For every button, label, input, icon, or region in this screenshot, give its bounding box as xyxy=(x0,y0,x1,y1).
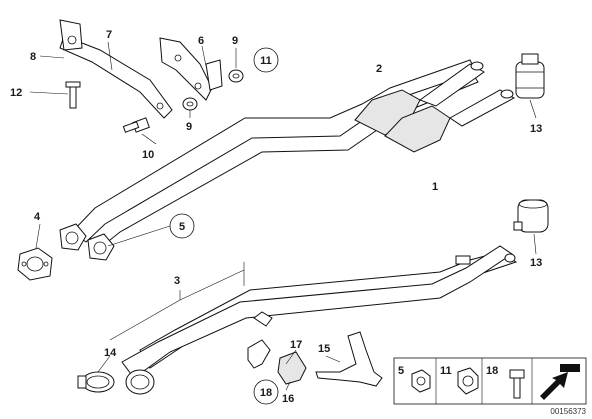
hanger-15[interactable] xyxy=(315,331,383,387)
bracket-7[interactable] xyxy=(59,19,173,119)
label-14: 14 xyxy=(104,347,117,359)
bracket-17[interactable] xyxy=(247,339,271,369)
legend-label-18: 18 xyxy=(486,365,498,377)
legend-label-11: 11 xyxy=(440,365,452,377)
label-1: 1 xyxy=(432,181,438,193)
svg-text:11: 11 xyxy=(260,55,272,67)
label-13-upper: 13 xyxy=(530,123,542,135)
label-3: 3 xyxy=(174,275,180,287)
hardware-legend: 5 11 18 xyxy=(393,357,587,405)
label-7: 7 xyxy=(106,29,112,41)
label-13-lower: 13 xyxy=(530,257,542,269)
bolt-12[interactable] xyxy=(65,81,81,109)
washer-9-a[interactable] xyxy=(228,69,244,83)
arrow-symbol-icon xyxy=(540,364,580,400)
bolt-18-icon xyxy=(509,369,525,399)
rear-pipe-lower[interactable] xyxy=(121,245,518,395)
svg-text:5: 5 xyxy=(179,221,185,233)
reference-number: 00156373 xyxy=(550,407,586,416)
front-pipe-upper[interactable] xyxy=(59,59,516,261)
clamp-14[interactable] xyxy=(77,371,115,393)
rubber-mount-16[interactable] xyxy=(277,351,307,385)
label-16: 16 xyxy=(282,393,294,405)
nut-5-icon xyxy=(411,369,431,393)
label-9-a: 9 xyxy=(232,35,238,47)
circled-label-11: 11 xyxy=(253,47,279,73)
label-6: 6 xyxy=(198,35,204,47)
part-labels: 1 2 3 4 6 7 8 9 9 10 12 13 13 14 15 16 1… xyxy=(10,29,542,405)
label-10: 10 xyxy=(142,149,154,161)
label-2: 2 xyxy=(376,63,382,75)
label-9-b: 9 xyxy=(186,121,192,133)
label-4: 4 xyxy=(34,211,41,223)
washer-9-b[interactable] xyxy=(182,97,198,111)
legend-label-5: 5 xyxy=(398,365,404,377)
circled-label-18: 18 xyxy=(253,379,279,405)
circled-label-5: 5 xyxy=(169,213,195,239)
bolt-10[interactable] xyxy=(122,117,150,133)
leader-lines xyxy=(29,41,537,391)
gasket-4[interactable] xyxy=(17,247,53,281)
clamp-13-lower[interactable] xyxy=(513,199,549,233)
bracket-6[interactable] xyxy=(159,37,223,101)
label-15: 15 xyxy=(318,343,330,355)
label-17: 17 xyxy=(290,339,302,351)
label-12: 12 xyxy=(10,87,22,99)
svg-text:18: 18 xyxy=(260,387,272,399)
nut-11-icon xyxy=(457,367,479,395)
clamp-13-upper[interactable] xyxy=(515,53,545,99)
label-8: 8 xyxy=(30,51,36,63)
